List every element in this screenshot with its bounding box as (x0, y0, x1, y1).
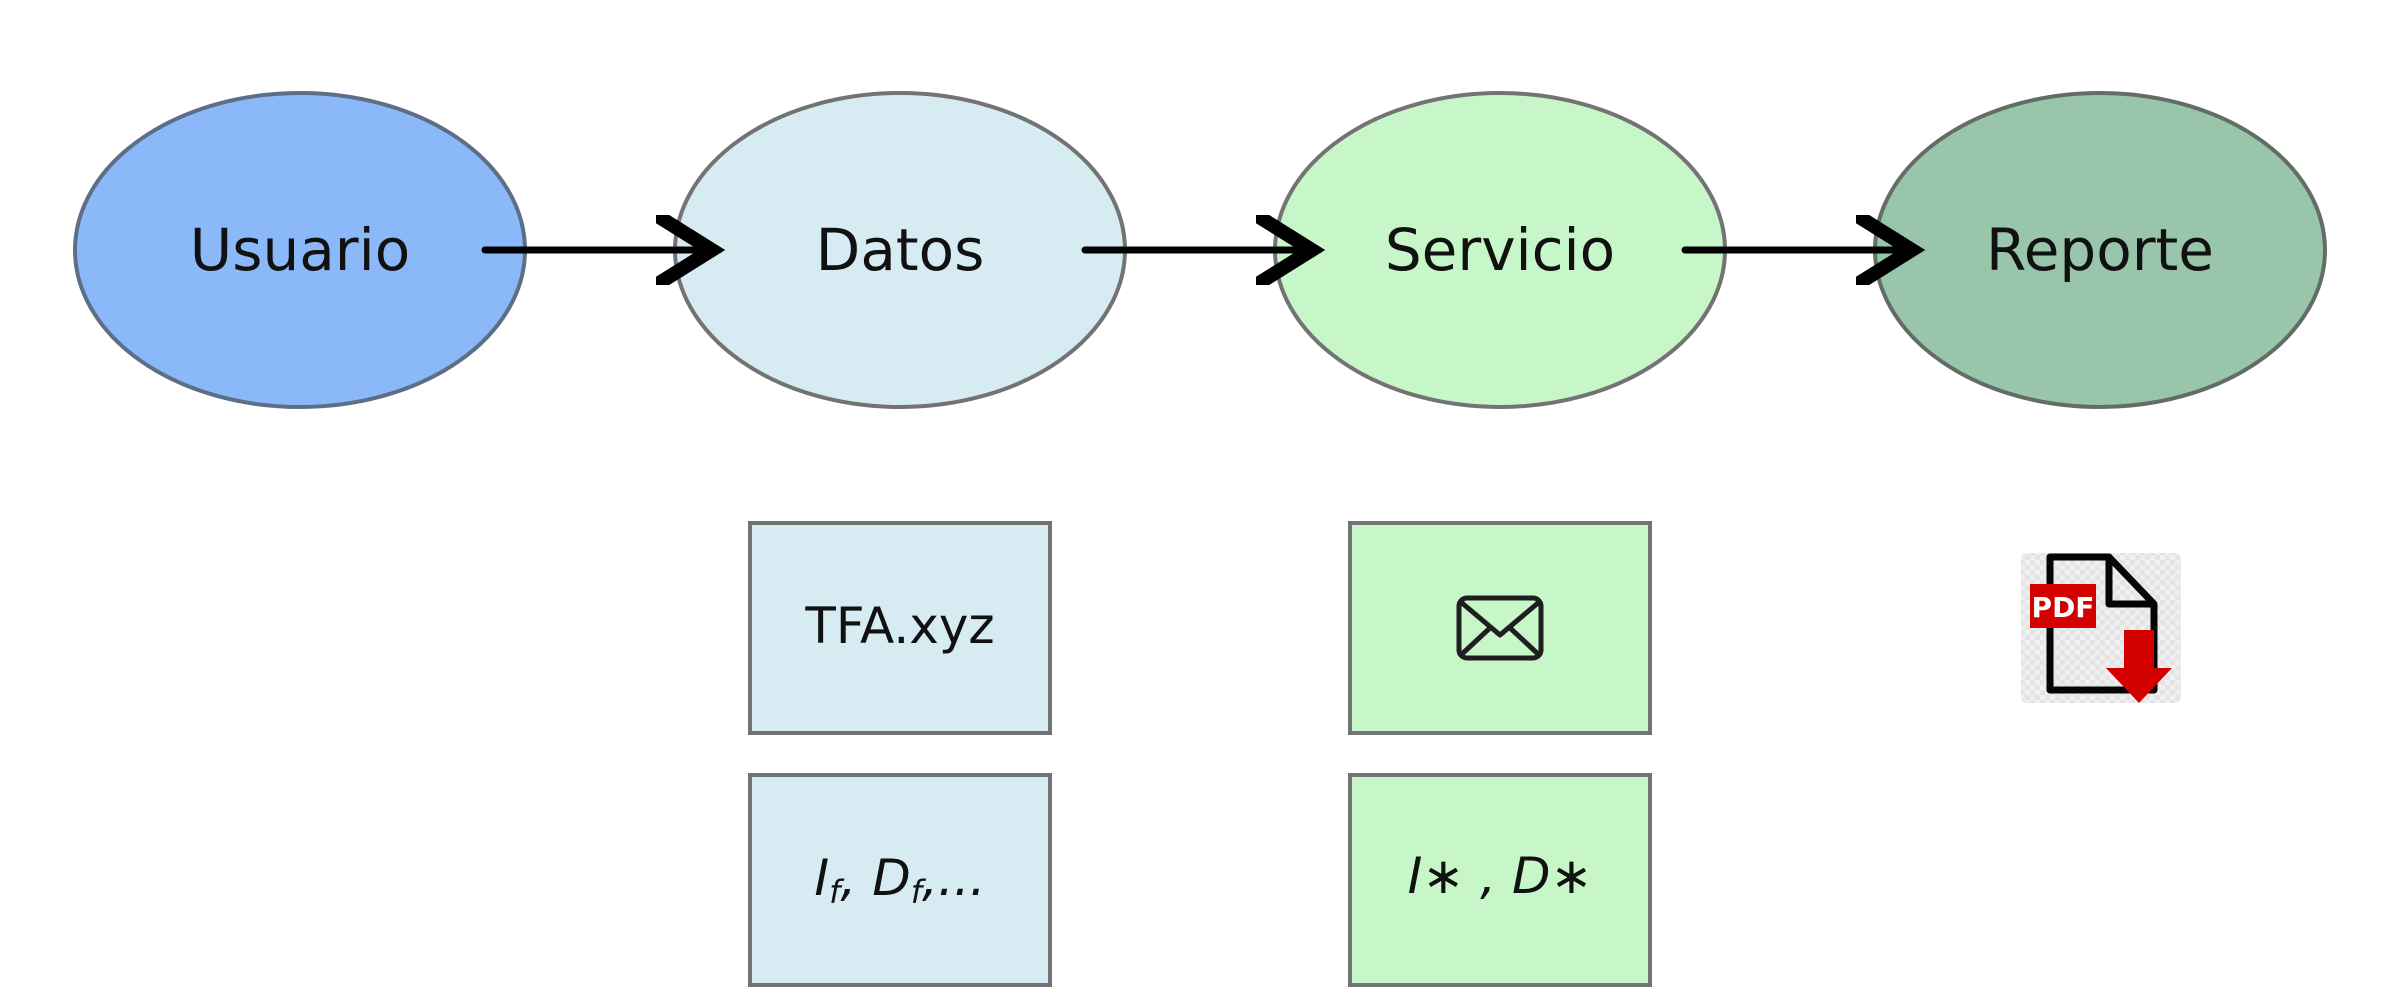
param-tail: ,... (922, 849, 986, 907)
servicio-params-label: I∗ , D∗ (1408, 847, 1593, 905)
node-usuario: Usuario (73, 91, 527, 409)
pdf-label: PDF (2032, 591, 2095, 624)
node-servicio: Servicio (1273, 91, 1727, 409)
node-reporte-label: Reporte (1986, 216, 2214, 284)
datos-file-label: TFA.xyz (804, 597, 994, 655)
node-datos: Datos (673, 91, 1127, 409)
node-reporte: Reporte (1873, 91, 2327, 409)
datos-params-label: If, Df,... (814, 849, 985, 911)
param-i: I (814, 849, 829, 907)
node-servicio-label: Servicio (1385, 216, 1615, 284)
param-d: D (872, 849, 911, 907)
node-datos-label: Datos (816, 216, 985, 284)
datos-params-box: If, Df,... (748, 773, 1052, 987)
servicio-mail-box (1348, 521, 1652, 735)
param-separator: , (840, 849, 872, 907)
datos-file-box: TFA.xyz (748, 521, 1052, 735)
pdf-label-badge (2030, 584, 2096, 628)
node-usuario-label: Usuario (190, 216, 410, 284)
servicio-params-box: I∗ , D∗ (1348, 773, 1652, 987)
envelope-icon (1456, 595, 1544, 661)
pdf-download-icon: PDF (2021, 553, 2181, 703)
